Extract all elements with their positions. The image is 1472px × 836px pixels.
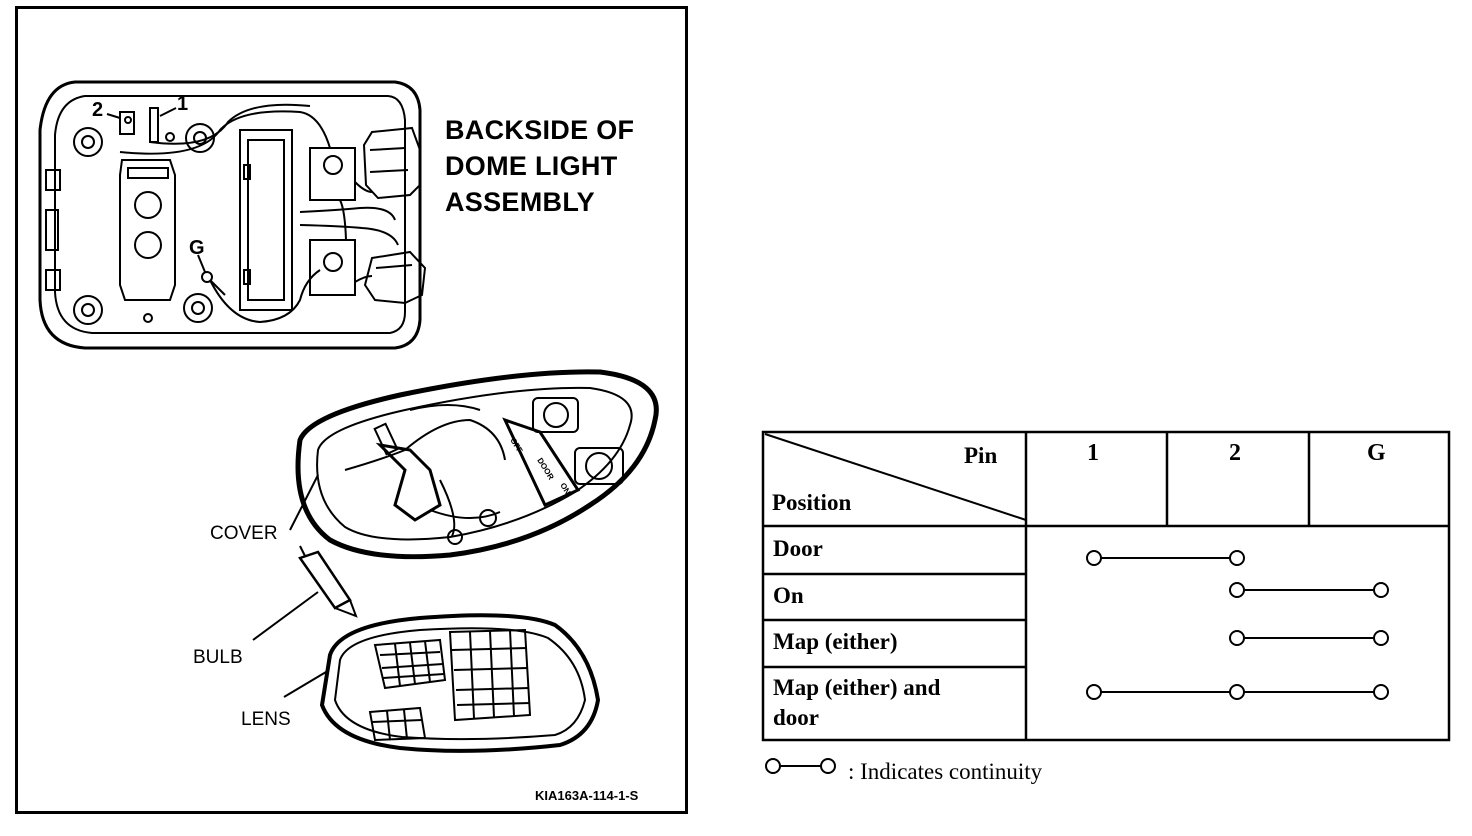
continuity-point [1373, 684, 1389, 700]
row-label-map: Map (either) [773, 629, 898, 654]
lens-part [319, 613, 601, 753]
pin-label-1: 1 [177, 93, 189, 115]
continuity-marks [1086, 550, 1389, 700]
continuity-point [1086, 684, 1102, 700]
continuity-point [1229, 550, 1245, 566]
bulb-callout: BULB [193, 647, 243, 668]
heading-line-2: DOME LIGHT [445, 151, 618, 181]
legend-text: : Indicates continuity [848, 759, 1043, 784]
row-label-door: Door [773, 536, 823, 561]
corner-label-pin: Pin [964, 443, 998, 468]
festoon-bulb [298, 545, 358, 618]
corner-diagonal [764, 433, 1027, 521]
table-grid [761, 430, 1451, 742]
dome-light-illustration: OFF DOOR ON [38, 80, 659, 753]
continuity-point [1229, 582, 1245, 598]
cover-housing [295, 369, 659, 560]
row-label-on: On [773, 583, 804, 608]
corner-label-position: Position [772, 490, 852, 515]
pin-label-2: 2 [92, 99, 104, 121]
pin-header-2: 2 [1229, 440, 1241, 466]
lens-callout: LENS [241, 709, 291, 730]
continuity-point [1373, 582, 1389, 598]
legend-symbol [765, 758, 836, 774]
pin-header-g: G [1367, 440, 1386, 466]
row-label-map-door-line1: Map (either) and [773, 675, 941, 700]
row-label-map-door-line2: door [773, 705, 819, 730]
pin-header-1: 1 [1087, 440, 1099, 466]
figure-code: KIA163A-114-1-S [535, 788, 639, 803]
continuity-point [1373, 630, 1389, 646]
dome-light-backside-housing [38, 80, 427, 350]
cover-leader [289, 474, 319, 531]
continuity-point [1229, 630, 1245, 646]
bulb-leader [252, 591, 319, 641]
lens-leader [283, 671, 327, 698]
heading-line-1: BACKSIDE OF [445, 115, 635, 145]
illustration-frame [15, 6, 688, 814]
cover-callout: COVER [210, 523, 278, 544]
heading-line-3: ASSEMBLY [445, 187, 595, 217]
continuity-point [1086, 550, 1102, 566]
continuity-point [1229, 684, 1245, 700]
pin-label-g: G [189, 237, 205, 259]
